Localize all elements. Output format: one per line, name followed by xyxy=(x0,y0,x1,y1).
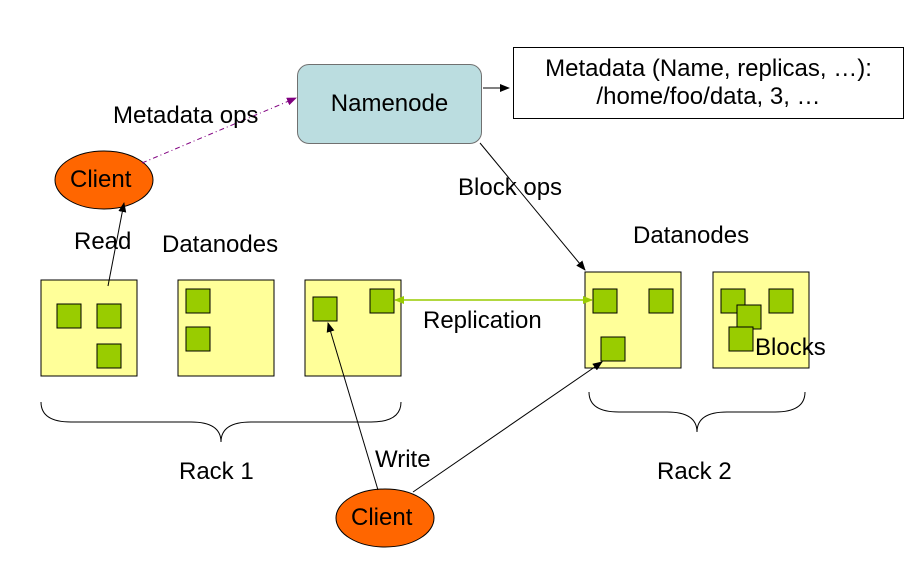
write-arrow xyxy=(326,322,379,491)
rack1-label: Rack 1 xyxy=(179,458,254,485)
datanode-rack1-1 xyxy=(40,279,138,377)
read-label: Read xyxy=(74,228,132,255)
block xyxy=(312,296,338,322)
metadata-ops-label: Metadata ops xyxy=(113,102,259,129)
blocks-label: Blocks xyxy=(755,334,826,361)
metadata-box: Metadata (Name, replicas, …): /home/foo/… xyxy=(513,47,904,119)
block xyxy=(96,343,122,369)
block xyxy=(736,304,762,330)
block xyxy=(96,303,122,329)
rack2-brace xyxy=(588,391,806,433)
block xyxy=(185,288,211,314)
client-bottom-shape xyxy=(335,488,435,548)
write-label: Write xyxy=(375,446,431,473)
write-replica-arrow xyxy=(412,361,603,493)
namenode-label: Namenode xyxy=(330,90,449,117)
block xyxy=(728,326,754,352)
metadata-line-1: Metadata (Name, replicas, …): xyxy=(545,55,872,82)
metadata-ops-arrow xyxy=(141,97,297,164)
client-top-label: Client xyxy=(70,166,132,193)
datanodes-left-label: Datanodes xyxy=(162,231,279,258)
block xyxy=(648,288,674,314)
replication-label: Replication xyxy=(423,307,542,334)
block xyxy=(369,288,395,314)
client-top-shape xyxy=(54,150,154,210)
read-arrow xyxy=(107,202,127,287)
block-ops-label: Block ops xyxy=(458,174,563,201)
block xyxy=(185,326,211,352)
block xyxy=(768,288,794,314)
namenode-box: Namenode xyxy=(297,64,482,144)
block xyxy=(600,336,626,362)
metadata-line-2: /home/foo/data, 3, … xyxy=(596,83,821,110)
client-bottom-label: Client xyxy=(351,504,413,531)
block xyxy=(592,288,618,314)
datanode-rack2-1 xyxy=(584,271,682,369)
rack1-brace xyxy=(40,401,402,443)
block-ops-arrow xyxy=(479,142,586,271)
block xyxy=(56,303,82,329)
rack2-label: Rack 2 xyxy=(657,458,732,485)
datanodes-right-label: Datanodes xyxy=(633,222,750,249)
